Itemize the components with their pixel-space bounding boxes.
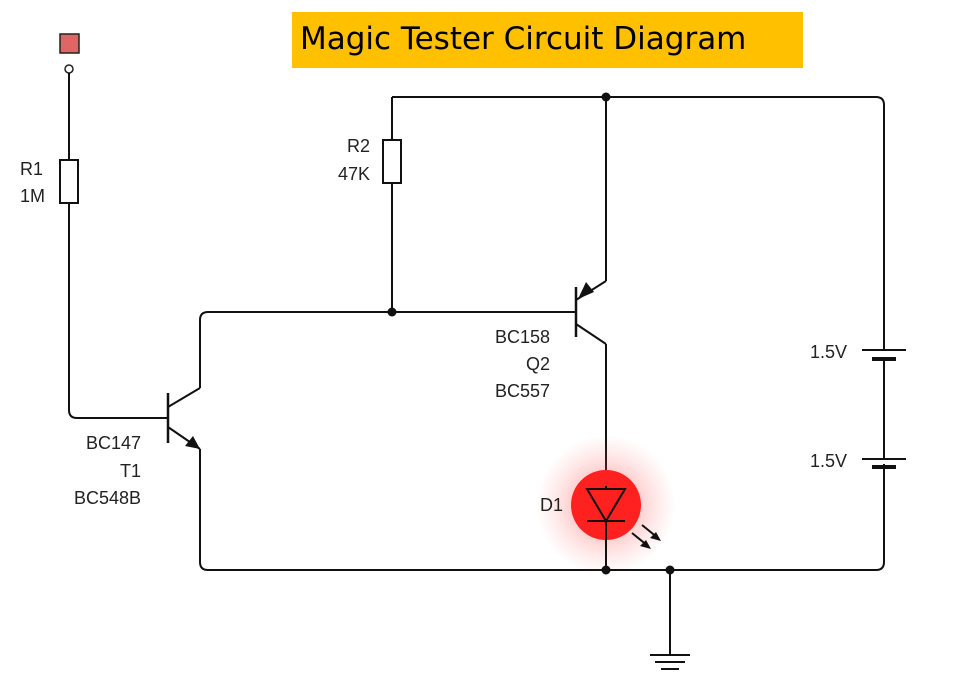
r1-ref-label: R1 [20, 159, 43, 179]
t1-type-label: BC147 [86, 433, 141, 453]
r2-ref-label: R2 [347, 136, 370, 156]
r2-value-label: 47K [338, 164, 370, 184]
led-light-arrows-icon [631, 524, 661, 549]
title-banner: Magic Tester Circuit Diagram [292, 12, 803, 68]
q2-alt-type-label: BC557 [495, 381, 550, 401]
top-rail-wire [392, 96, 885, 340]
diagram-title: Magic Tester Circuit Diagram [300, 21, 747, 57]
ground-icon [650, 570, 690, 670]
q2-type-label: BC158 [495, 327, 550, 347]
probe-contact [64, 64, 74, 74]
t1-transistor [166, 311, 606, 571]
battery-bottom-label: 1.5V [810, 451, 847, 471]
d1-led [536, 435, 676, 575]
t1-ref-label: T1 [120, 461, 141, 481]
battery-bottom [862, 455, 906, 472]
d1-ref-label: D1 [540, 495, 563, 515]
junction-led-bottom [601, 565, 611, 575]
r1-value-label: 1M [20, 186, 45, 206]
bottom-rail-wire [606, 464, 885, 571]
battery-top [862, 340, 906, 455]
led-body [571, 470, 641, 540]
t1-emitter-arrow [185, 436, 200, 449]
q2-ref-label: Q2 [526, 354, 550, 374]
r1-resistor [59, 73, 168, 419]
r2-resistor [382, 97, 402, 312]
q2-transistor [392, 97, 607, 486]
t1-alt-type-label: BC548B [74, 488, 141, 508]
q2-emitter-arrow [578, 282, 594, 299]
battery-top-label: 1.5V [810, 342, 847, 362]
probe-terminal [59, 33, 80, 54]
